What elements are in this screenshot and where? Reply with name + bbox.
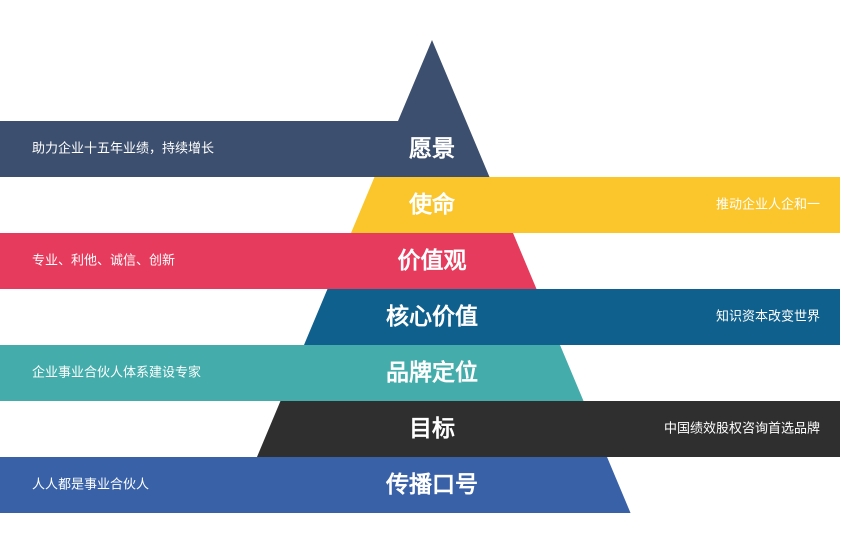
pyramid-band-5 bbox=[0, 345, 584, 401]
band-description: 推动企业人企和一 bbox=[716, 197, 820, 213]
band-title: 核心价值 bbox=[386, 303, 478, 330]
pyramid-band-7 bbox=[0, 457, 631, 513]
pyramid-apex bbox=[398, 40, 466, 121]
band-title: 价值观 bbox=[398, 247, 467, 274]
pyramid-band-6 bbox=[256, 401, 840, 457]
band-description: 知识资本改变世界 bbox=[716, 309, 820, 325]
band-description: 专业、利他、诚信、创新 bbox=[32, 253, 175, 269]
band-title: 愿景 bbox=[409, 136, 455, 162]
pyramid-band-3 bbox=[0, 233, 537, 289]
band-title: 传播口号 bbox=[385, 472, 478, 498]
band-description: 企业事业合伙人体系建设专家 bbox=[32, 365, 201, 381]
pyramid-band-2 bbox=[350, 177, 840, 233]
band-title: 目标 bbox=[409, 416, 455, 442]
band-title: 品牌定位 bbox=[386, 359, 478, 386]
pyramid-band-4 bbox=[303, 289, 840, 345]
band-description: 中国绩效股权咨询首选品牌 bbox=[664, 421, 820, 437]
band-description: 人人都是事业合伙人 bbox=[32, 478, 149, 493]
pyramid-band-1 bbox=[0, 121, 490, 177]
band-title: 使命 bbox=[408, 191, 456, 218]
band-description: 助力企业十五年业绩，持续增长 bbox=[32, 141, 214, 157]
